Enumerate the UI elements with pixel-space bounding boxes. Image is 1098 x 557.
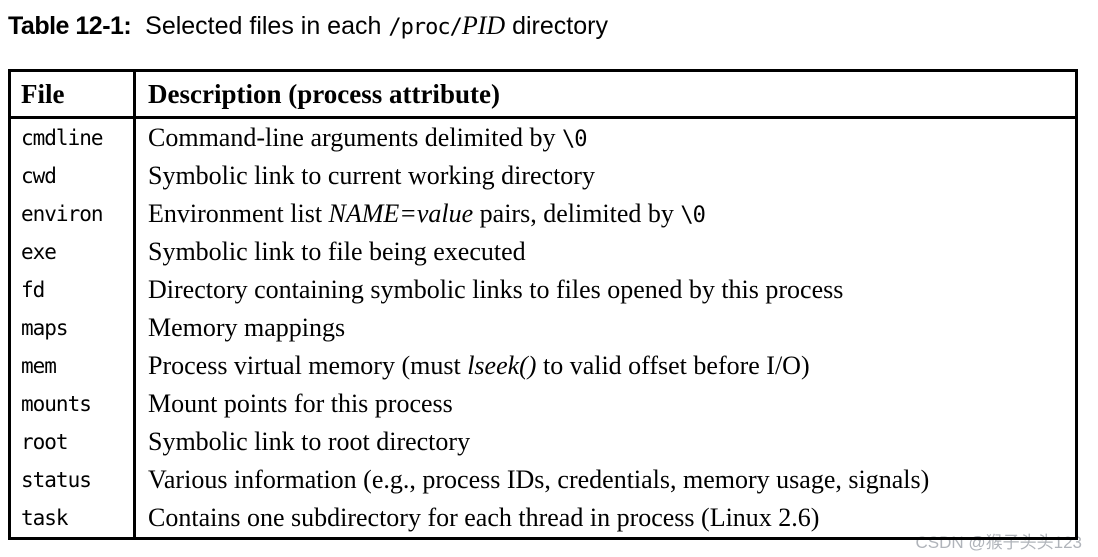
mono-text-segment: \0 (680, 203, 705, 228)
file-name-cell: fd (9, 271, 136, 309)
italic-text-segment: lseek() (467, 351, 537, 380)
caption-text-before: Selected files in each (131, 12, 389, 40)
file-name-cell: mem (9, 347, 136, 385)
plain-text-segment: Command-line arguments delimited by (148, 123, 563, 152)
description-cell: Various information (e.g., process IDs, … (135, 461, 1077, 499)
plain-text-segment: Symbolic link to root directory (148, 427, 471, 456)
plain-text-segment: pairs, delimited by (473, 199, 681, 228)
description-cell: Process virtual memory (must lseek() to … (135, 347, 1077, 385)
plain-text-segment: Mount points for this process (148, 389, 453, 418)
italic-text-segment: NAME=value (328, 199, 474, 228)
description-cell: Contains one subdirectory for each threa… (135, 499, 1077, 539)
table-row: maps Memory mappings (9, 309, 1077, 347)
description-cell: Symbolic link to current working directo… (135, 157, 1077, 195)
caption-mono-path: /proc/ (388, 15, 462, 40)
table-header: File Description (process attribute) (9, 70, 1077, 119)
table-row: mounts Mount points for this process (9, 385, 1077, 423)
plain-text-segment: Directory containing symbolic links to f… (148, 275, 844, 304)
file-name-cell: root (9, 423, 136, 461)
plain-text-segment: Symbolic link to current working directo… (148, 161, 595, 190)
table-row: status Various information (e.g., process… (9, 461, 1077, 499)
file-name-cell: cwd (9, 157, 136, 195)
column-header-file: File (9, 70, 136, 119)
plain-text-segment: Memory mappings (148, 313, 346, 342)
header-row: File Description (process attribute) (9, 70, 1077, 119)
mono-text-segment: \0 (562, 127, 587, 152)
caption-text-after: directory (505, 12, 608, 40)
plain-text-segment: Process virtual memory (must (148, 351, 468, 380)
table-row: root Symbolic link to root directory (9, 423, 1077, 461)
file-name-cell: mounts (9, 385, 136, 423)
plain-text-segment: Environment list (148, 199, 329, 228)
table-row: cwd Symbolic link to current working dire… (9, 157, 1077, 195)
plain-text-segment: Symbolic link to file being executed (148, 237, 526, 266)
table-row: fd Directory containing symbolic links to… (9, 271, 1077, 309)
caption-pid-italic: PID (461, 11, 506, 40)
description-cell: Mount points for this process (135, 385, 1077, 423)
description-cell: Directory containing symbolic links to f… (135, 271, 1077, 309)
plain-text-segment: Various information (e.g., process IDs, … (148, 465, 930, 494)
file-name-cell: task (9, 499, 136, 539)
table-row: task Contains one subdirectory for each t… (9, 499, 1077, 539)
proc-pid-files-table: File Description (process attribute) cmd… (8, 69, 1078, 540)
file-name-cell: status (9, 461, 136, 499)
file-name-cell: exe (9, 233, 136, 271)
file-name-cell: environ (9, 195, 136, 233)
file-name-cell: maps (9, 309, 136, 347)
description-cell: Symbolic link to root directory (135, 423, 1077, 461)
csdn-watermark: CSDN @猴子头头123 (915, 533, 1082, 552)
table-row: exe Symbolic link to file being executed (9, 233, 1077, 271)
plain-text-segment: to valid offset before I/O) (536, 351, 810, 380)
description-cell: Environment list NAME=value pairs, delim… (135, 195, 1077, 233)
plain-text-segment: Contains one subdirectory for each threa… (148, 503, 820, 532)
description-cell: Symbolic link to file being executed (135, 233, 1077, 271)
table-caption: Table 12-1: Selected files in each /proc… (8, 8, 608, 46)
description-cell: Memory mappings (135, 309, 1077, 347)
description-cell: Command-line arguments delimited by \0 (135, 118, 1077, 158)
caption-number: Table 12-1: (8, 12, 132, 40)
column-header-description: Description (process attribute) (134, 70, 1077, 119)
file-name-cell: cmdline (9, 117, 136, 157)
